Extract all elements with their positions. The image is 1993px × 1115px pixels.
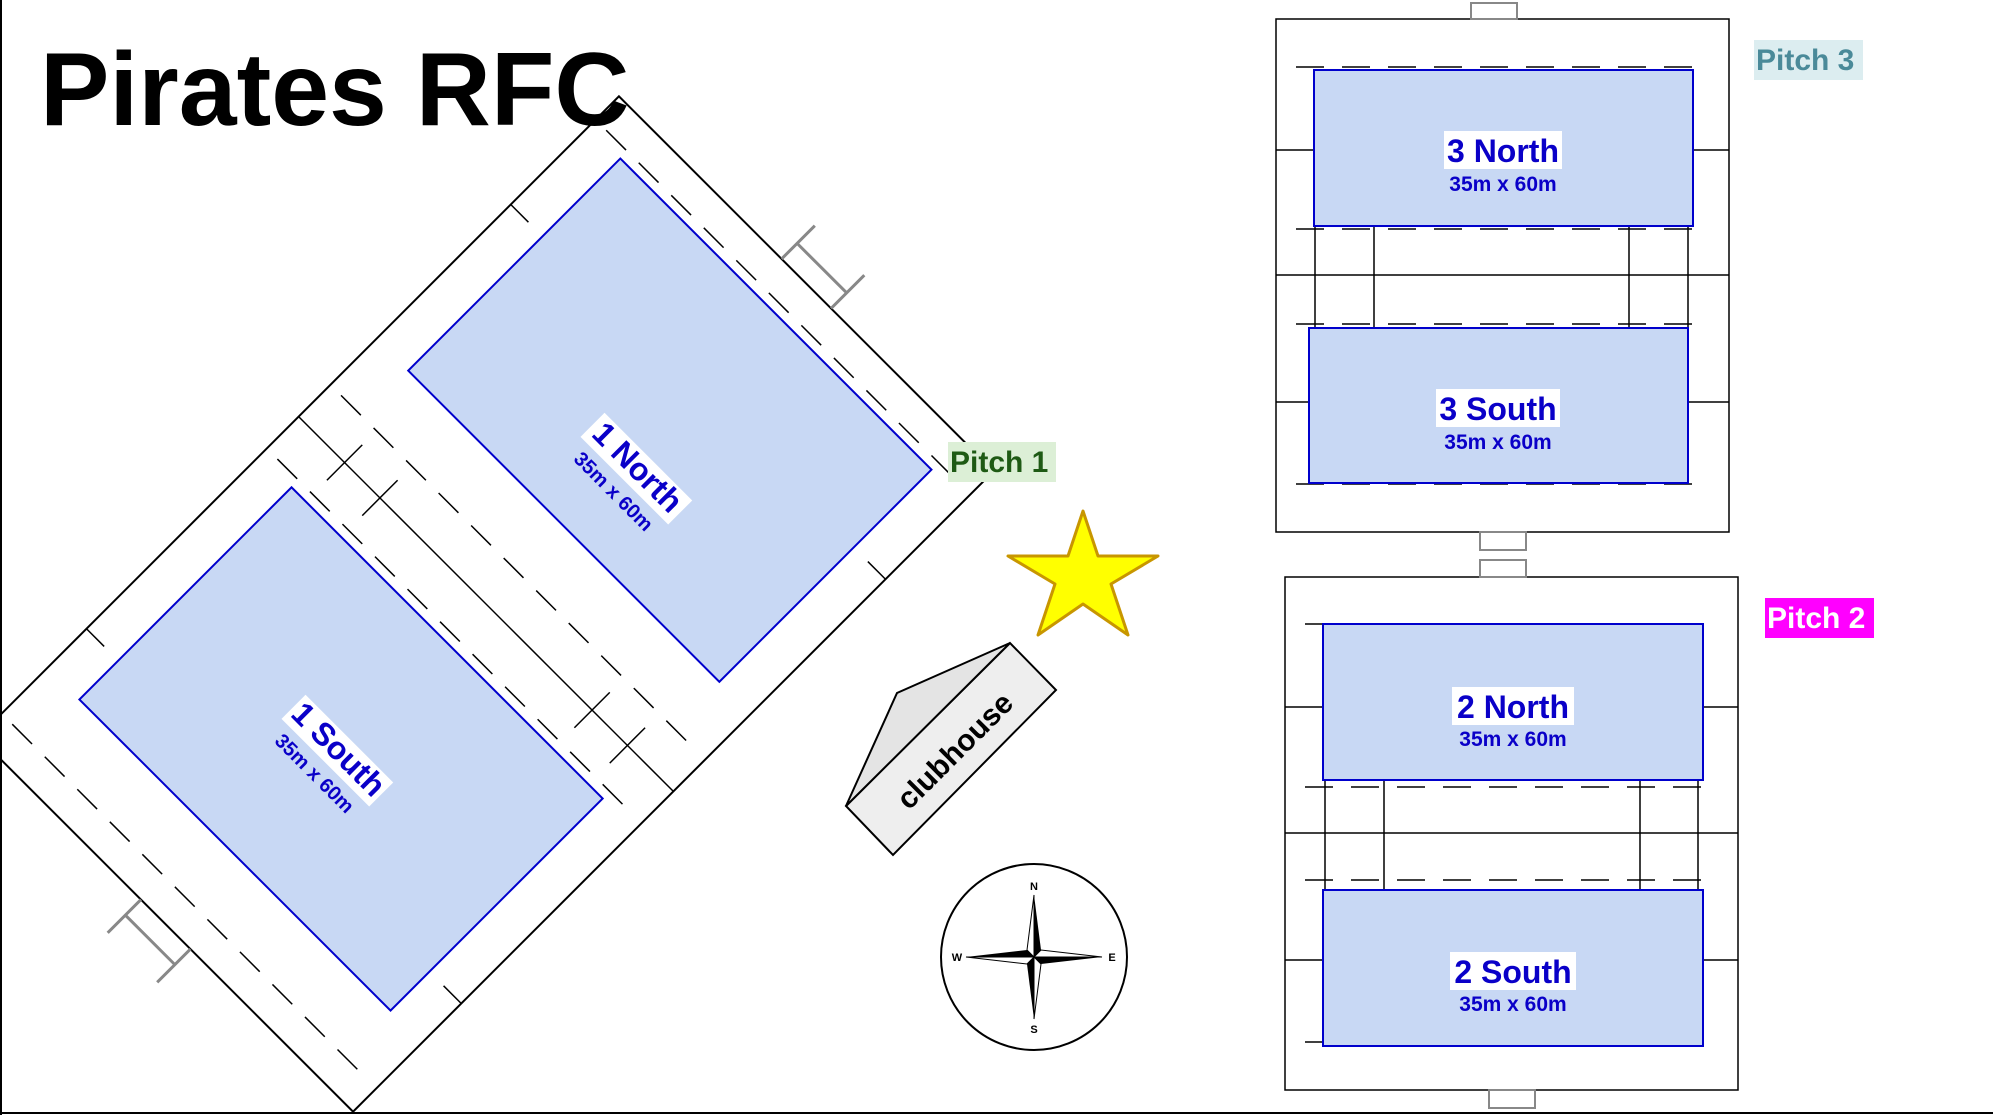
clubhouse: clubhouse: [844, 641, 1058, 857]
compass-s: S: [1030, 1024, 1037, 1036]
pitch-2-tag-bg: [1765, 598, 1874, 638]
pitch-1-tag: Pitch 1: [950, 446, 1048, 479]
star-icon: [1006, 509, 1160, 637]
page-title: Pirates RFC: [40, 32, 630, 148]
compass-rose-icon: N S W E: [940, 863, 1128, 1051]
field-2-south-label: 2 South: [1454, 954, 1571, 990]
field-3-north: [1313, 69, 1694, 227]
pitch-1-tag-bg: [948, 442, 1056, 482]
field-3-north-label: 3 North: [1447, 133, 1559, 169]
field-1-north: [406, 157, 933, 684]
field-3-south-size: 35m x 60m: [1444, 431, 1551, 454]
pitch-2-tag: Pitch 2: [1767, 602, 1865, 635]
pitch-2: [1284, 559, 1739, 1109]
field-2-north-size: 35m x 60m: [1459, 728, 1566, 751]
field-3-north-size: 35m x 60m: [1449, 173, 1556, 196]
compass-w: W: [952, 952, 963, 964]
field-3-south-label: 3 South: [1439, 391, 1556, 427]
pitch-3-tag: Pitch 3: [1756, 44, 1854, 77]
compass-n: N: [1030, 881, 1038, 893]
compass-e: E: [1108, 952, 1115, 964]
pitch-3-tag-bg: [1754, 40, 1863, 80]
pitch-3: [1275, 2, 1730, 551]
pitch-1: [0, 94, 996, 1114]
field-2-south-size: 35m x 60m: [1459, 993, 1566, 1016]
field-2-north-label: 2 North: [1457, 689, 1569, 725]
